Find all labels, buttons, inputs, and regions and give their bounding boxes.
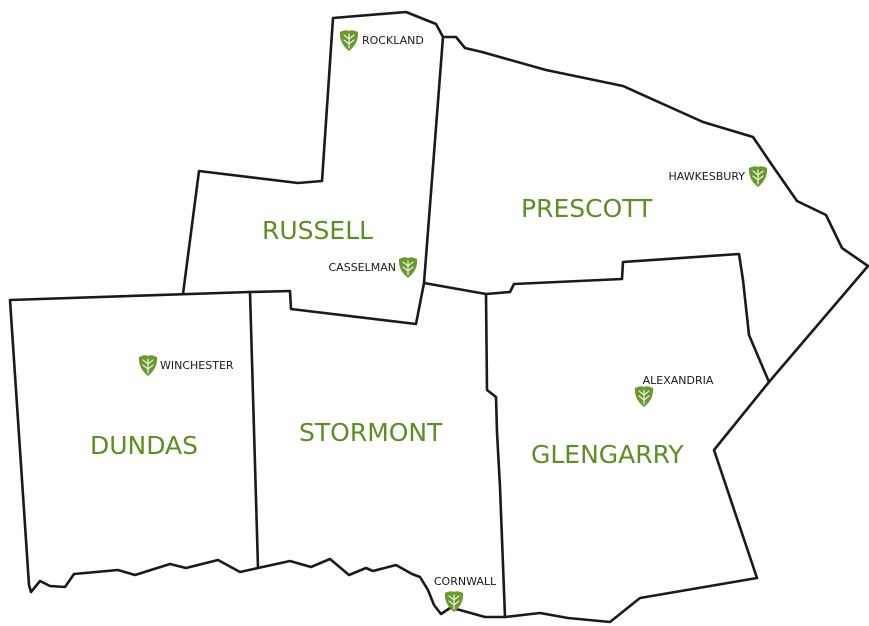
town-label-alexandria: ALEXANDRIA [643, 374, 714, 387]
dundas-stormont-border [248, 290, 260, 570]
grape-leaf-shield-icon [398, 256, 418, 279]
dundas-boundary [8, 290, 260, 594]
county-label-glengarry: GLENGARRY [531, 440, 684, 469]
grape-leaf-shield-icon [634, 385, 654, 408]
russell-boundary [181, 10, 445, 326]
town-casselman[interactable]: CASSELMAN [329, 256, 418, 279]
grape-leaf-shield-icon [748, 165, 768, 188]
prescott-boundary [441, 35, 869, 384]
county-label-dundas: DUNDAS [90, 431, 198, 460]
grape-leaf-shield-icon [339, 29, 359, 52]
town-cornwall[interactable]: CORNWALL [434, 575, 497, 613]
town-label-winchester: WINCHESTER [160, 359, 234, 372]
county-label-prescott: PRESCOTT [521, 194, 653, 223]
town-hawkesbury[interactable]: HAWKESBURY [669, 165, 768, 188]
prescott-glengarry-border [422, 252, 771, 384]
county-label-russell: RUSSELL [262, 216, 373, 245]
town-label-casselman: CASSELMAN [329, 261, 397, 274]
grape-leaf-shield-icon [138, 354, 158, 377]
town-rockland[interactable]: ROCKLAND [339, 29, 424, 52]
town-alexandria[interactable]: ALEXANDRIA [634, 374, 714, 408]
stormont-glengarry-border [484, 292, 507, 619]
town-label-cornwall: CORNWALL [434, 575, 497, 588]
town-label-rockland: ROCKLAND [362, 34, 424, 47]
county-label-stormont: STORMONT [299, 418, 443, 447]
southern-shoreline [256, 380, 771, 624]
town-winchester[interactable]: WINCHESTER [138, 354, 234, 377]
town-label-hawkesbury: HAWKESBURY [669, 170, 746, 183]
